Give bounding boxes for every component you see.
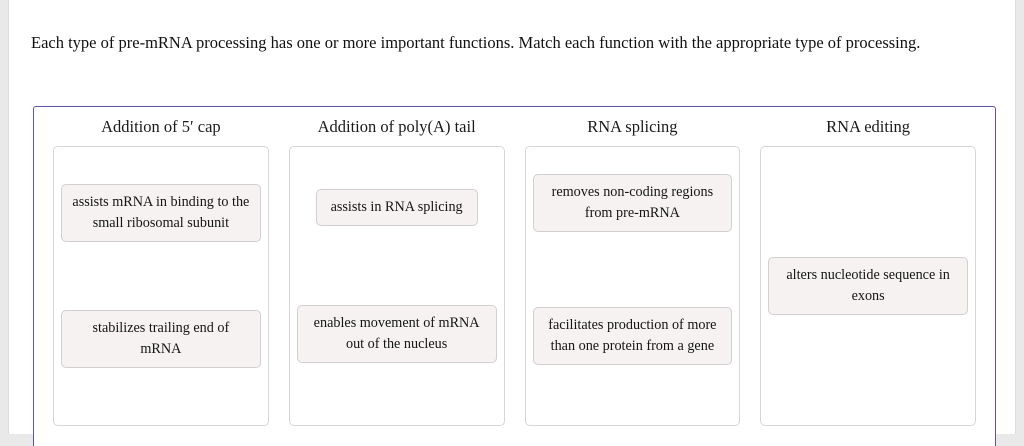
category-columns: Addition of 5′ cap assists mRNA in bindi…: [34, 107, 995, 446]
page-canvas: Each type of pre-mRNA processing has one…: [8, 0, 1016, 446]
column-header-rna-editing: RNA editing: [826, 117, 911, 136]
category-column-rna-splicing: RNA splicing removes non-coding regions …: [515, 107, 751, 446]
spacer: [61, 373, 261, 419]
dropzone-rna-splicing[interactable]: removes non-coding regions from pre-mRNA…: [524, 146, 741, 426]
answer-tile[interactable]: enables movement of mRNA out of the nucl…: [296, 304, 497, 363]
matching-widget: Addition of 5′ cap assists mRNA in bindi…: [33, 106, 996, 446]
category-column-rna-editing: RNA editing alters nucleotide sequence i…: [750, 107, 986, 446]
column-header-polya-tail: Addition of poly(A) tail: [317, 117, 476, 136]
spacer: [297, 237, 497, 295]
spacer: [533, 153, 733, 165]
answer-tile[interactable]: alters nucleotide sequence in exons: [768, 257, 968, 315]
answer-tile[interactable]: removes non-coding regions from pre-mRNA: [532, 173, 733, 232]
column-header-5-cap: Addition of 5′ cap: [101, 117, 221, 136]
spacer: [61, 153, 261, 179]
spacer: [61, 247, 261, 305]
category-column-polya-tail: Addition of poly(A) tail assists in RNA …: [279, 107, 515, 446]
dropzone-polya-tail[interactable]: assists in RNA splicing enables movement…: [288, 146, 505, 426]
answer-tile[interactable]: assists mRNA in binding to the small rib…: [61, 184, 261, 242]
dropzone-5-cap[interactable]: assists mRNA in binding to the small rib…: [53, 146, 269, 426]
question-prompt: Each type of pre-mRNA processing has one…: [31, 32, 921, 52]
answer-tile[interactable]: stabilizes trailing end of mRNA: [61, 310, 261, 368]
answer-tile[interactable]: facilitates production of more than one …: [532, 306, 733, 365]
answer-tile[interactable]: assists in RNA splicing: [315, 189, 478, 227]
spacer: [533, 373, 733, 419]
spacer: [533, 240, 733, 298]
dropzone-rna-editing[interactable]: alters nucleotide sequence in exons: [760, 146, 976, 426]
spacer: [297, 373, 497, 419]
category-column-5-cap: Addition of 5′ cap assists mRNA in bindi…: [43, 107, 279, 446]
column-header-rna-splicing: RNA splicing: [587, 117, 678, 136]
spacer: [297, 153, 497, 179]
